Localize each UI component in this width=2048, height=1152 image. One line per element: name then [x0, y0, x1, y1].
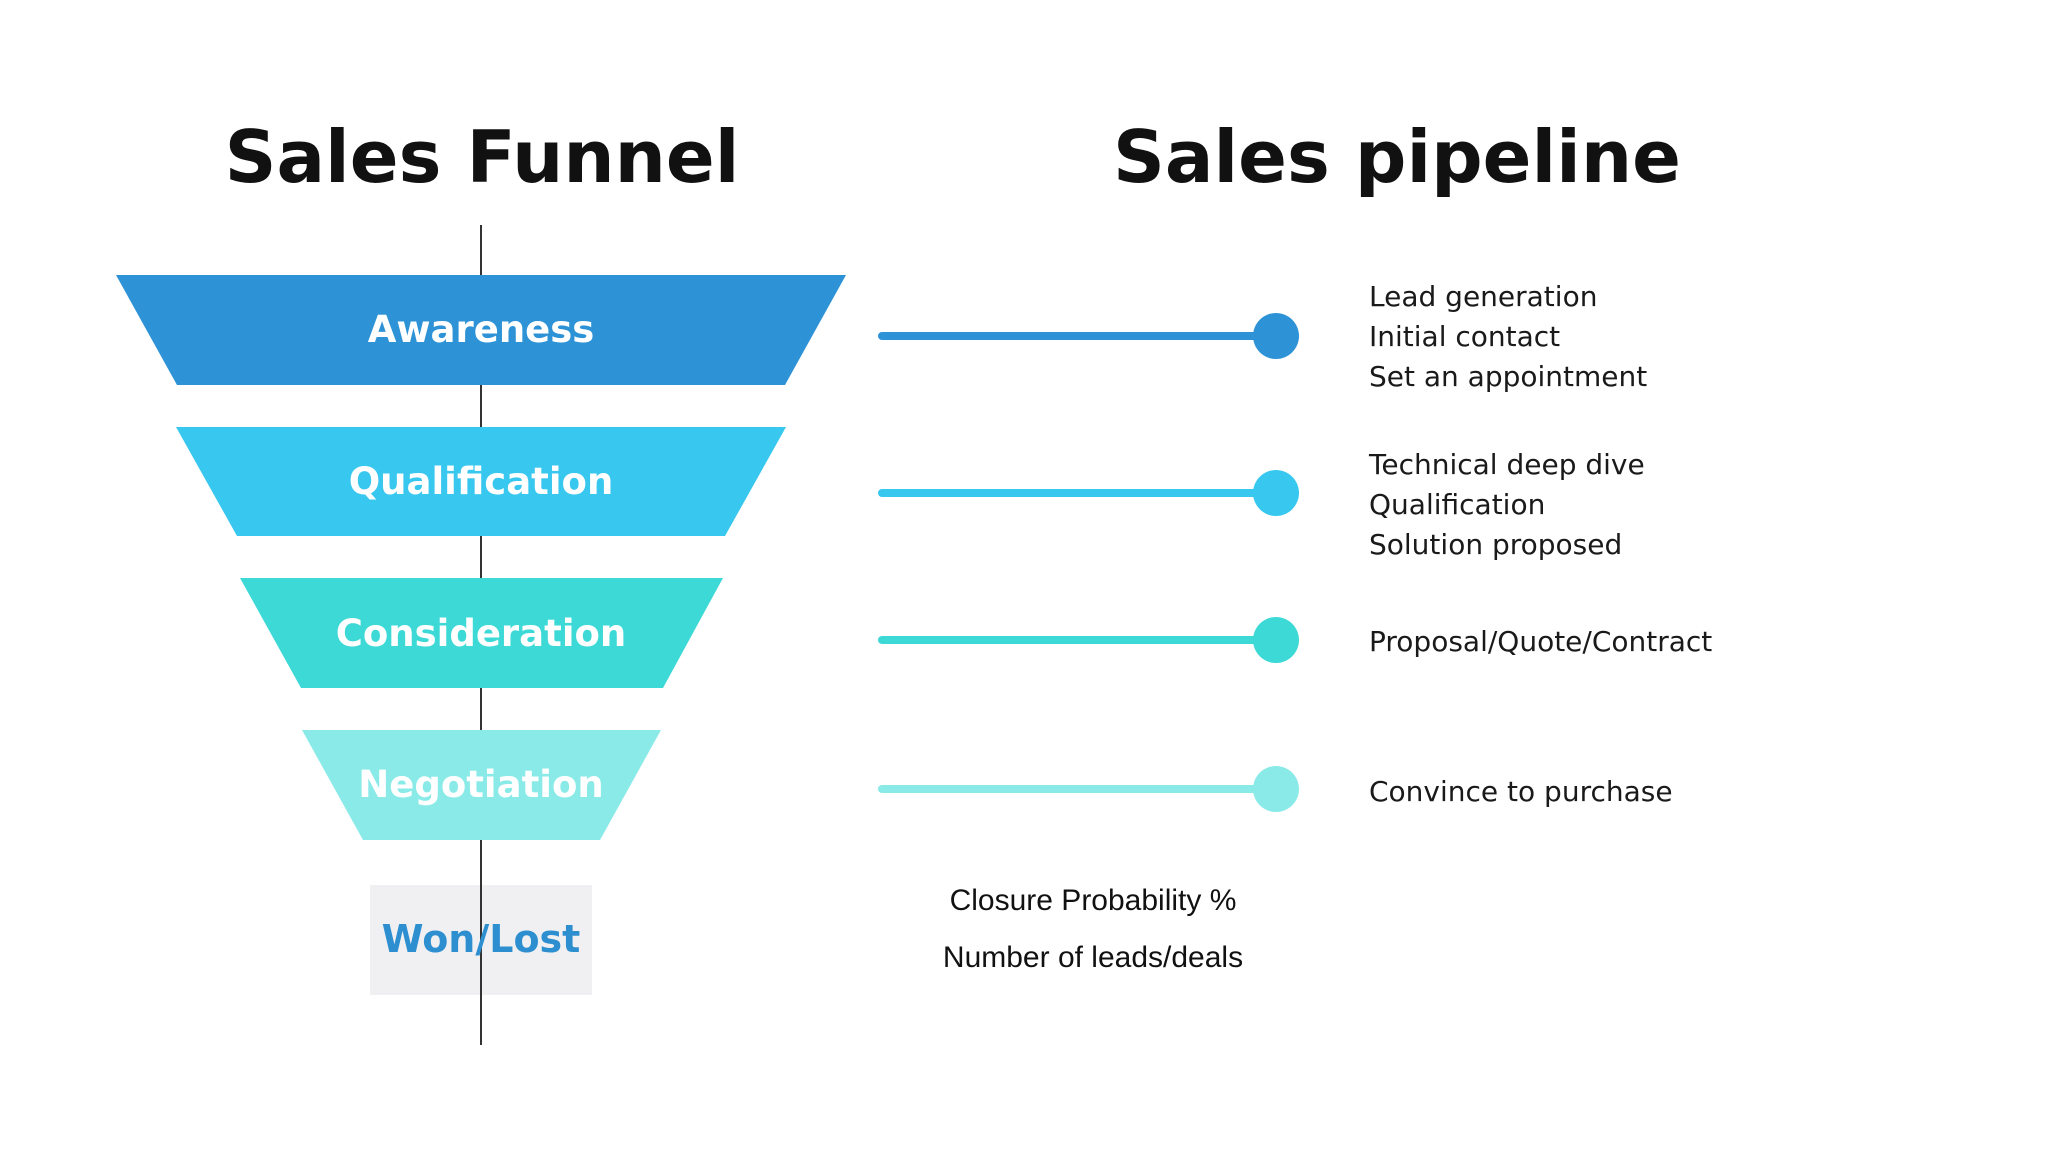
- funnel-stage-negotiation: Negotiation: [302, 730, 661, 840]
- pipeline-step: Lead generation: [1369, 280, 1597, 313]
- number-of-leads-caption: Number of leads/deals: [943, 941, 1243, 974]
- funnel-outcome-won-lost: Won/Lost: [370, 885, 592, 995]
- pipeline-connector-consideration: [878, 617, 1299, 663]
- pipeline-connector-awareness: [878, 313, 1299, 359]
- pipeline-steps-negotiation: Convince to purchase: [1369, 775, 1673, 808]
- closure-probability-caption: Closure Probability %: [950, 884, 1237, 917]
- pipeline-step: Initial contact: [1369, 320, 1560, 353]
- funnel-label-awareness: Awareness: [368, 308, 595, 351]
- pipeline-node-consideration: [1253, 617, 1299, 663]
- funnel-label-negotiation: Negotiation: [358, 763, 603, 806]
- funnel-stage-qualification: Qualification: [176, 427, 786, 536]
- won-lost-label: Won/Lost: [382, 917, 581, 961]
- pipeline-step: Proposal/Quote/Contract: [1369, 625, 1712, 658]
- pipeline-step: Technical deep dive: [1368, 448, 1645, 481]
- pipeline-step: Set an appointment: [1369, 360, 1647, 393]
- pipeline-step: Solution proposed: [1369, 528, 1622, 561]
- pipeline-steps-qualification: Technical deep dive Qualification Soluti…: [1368, 448, 1645, 561]
- sales-pipeline-title: Sales pipeline: [1113, 115, 1681, 199]
- pipeline-steps-consideration: Proposal/Quote/Contract: [1369, 625, 1712, 658]
- funnel-segment-awareness: [116, 275, 846, 385]
- pipeline-steps-awareness: Lead generation Initial contact Set an a…: [1369, 280, 1647, 393]
- pipeline-node-awareness: [1253, 313, 1299, 359]
- pipeline-node-negotiation: [1253, 766, 1299, 812]
- sales-funnel-title: Sales Funnel: [225, 115, 740, 199]
- pipeline-step: Qualification: [1369, 488, 1545, 521]
- funnel-segment-negotiation: [302, 730, 661, 840]
- pipeline-connector-negotiation: [878, 766, 1299, 812]
- funnel-label-qualification: Qualification: [349, 460, 614, 503]
- funnel-stage-awareness: Awareness: [116, 275, 846, 385]
- funnel-stage-consideration: Consideration: [240, 578, 723, 688]
- pipeline-step: Convince to purchase: [1369, 775, 1673, 808]
- pipeline-node-qualification: [1253, 470, 1299, 516]
- pipeline-connector-qualification: [878, 470, 1299, 516]
- funnel-segment-qualification: [176, 427, 786, 536]
- funnel-segment-consideration: [240, 578, 723, 688]
- funnel-label-consideration: Consideration: [336, 612, 627, 655]
